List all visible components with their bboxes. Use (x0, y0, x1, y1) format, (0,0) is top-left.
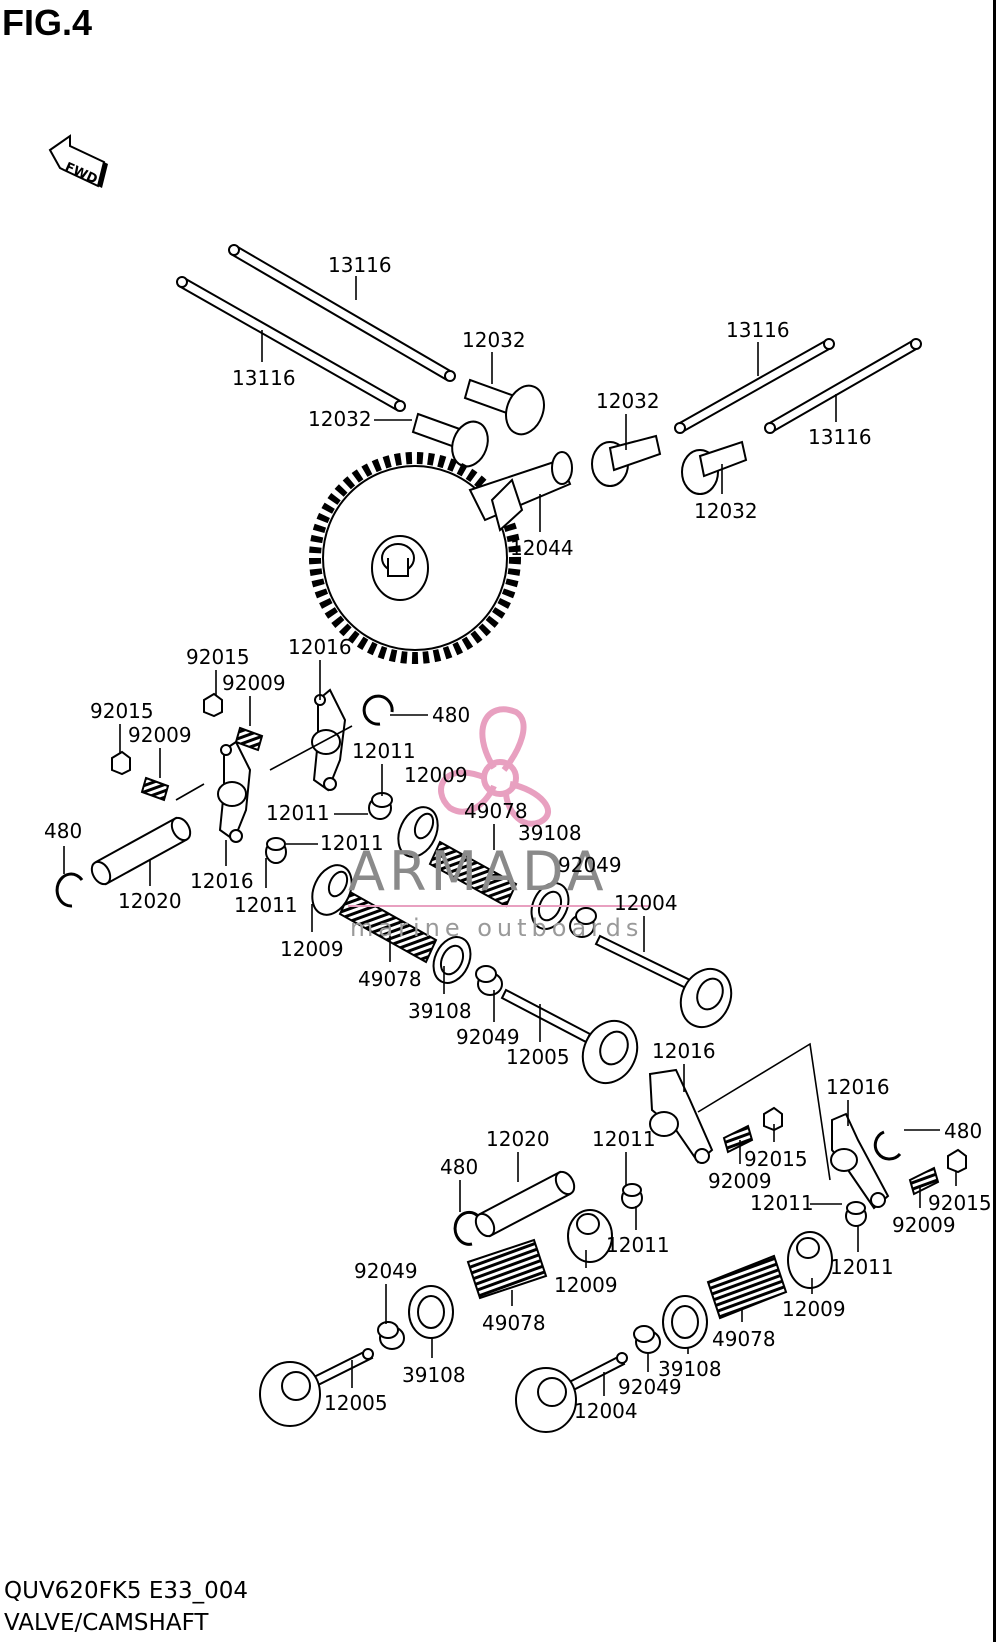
part-label-39108: 39108 (518, 821, 582, 845)
part-label-480: 480 (44, 819, 82, 843)
part-label-92009: 92009 (708, 1169, 772, 1193)
part-label-39108: 39108 (658, 1357, 722, 1381)
part-label-12004: 12004 (614, 891, 678, 915)
part-label-39108: 39108 (402, 1363, 466, 1387)
diagram-code: QUV620FK5 E33_004 (4, 1578, 249, 1604)
part-label-49078: 49078 (464, 799, 528, 823)
part-label-12009: 12009 (554, 1273, 618, 1297)
part-label-480: 480 (440, 1155, 478, 1179)
part-label-12009: 12009 (404, 763, 468, 787)
part-label-92049: 92049 (558, 853, 622, 877)
part-label-13116: 13116 (328, 253, 392, 277)
part-label-12032: 12032 (462, 328, 526, 352)
part-label-12016: 12016 (288, 635, 352, 659)
part-label-13116: 13116 (726, 318, 790, 342)
fwd-arrow-icon: FWD (48, 134, 108, 188)
part-label-12009: 12009 (782, 1297, 846, 1321)
part-label-12011: 12011 (320, 831, 384, 855)
part-label-12011: 12011 (830, 1255, 894, 1279)
part-label-92009: 92009 (128, 723, 192, 747)
part-label-12032: 12032 (308, 407, 372, 431)
part-label-12020: 12020 (118, 889, 182, 913)
part-label-12005: 12005 (324, 1391, 388, 1415)
part-label-12016: 12016 (652, 1039, 716, 1063)
part-label-480: 480 (432, 703, 470, 727)
valves (259, 934, 733, 1433)
part-label-92015: 92015 (928, 1191, 992, 1215)
part-number-labels: 13116 13116 12032 12032 13116 13116 12032 12032… (44, 253, 992, 1423)
part-label-92015: 92015 (744, 1147, 808, 1171)
part-label-12011: 12011 (592, 1127, 656, 1151)
tappets (411, 378, 748, 495)
part-label-12011: 12011 (750, 1191, 814, 1215)
part-label-12044: 12044 (510, 536, 574, 560)
circlips (55, 694, 902, 1246)
part-label-12016: 12016 (190, 869, 254, 893)
push-rods (176, 244, 922, 434)
part-label-92015: 92015 (90, 699, 154, 723)
camshaft-gear (309, 451, 573, 664)
part-label-12016: 12016 (826, 1075, 890, 1099)
part-label-12011: 12011 (606, 1233, 670, 1257)
part-label-92009: 92009 (222, 671, 286, 695)
assembly-bracket-line (697, 1042, 831, 1181)
part-label-49078: 49078 (712, 1327, 776, 1351)
armada-logo-icon (438, 706, 551, 827)
assembly-bracket-line (175, 783, 205, 801)
part-label-49078: 49078 (482, 1311, 546, 1335)
watermark-tagline: marine outboards (350, 914, 643, 942)
part-label-12032: 12032 (596, 389, 660, 413)
watermark-brand: ARMADA (348, 840, 608, 903)
part-label-92049: 92049 (456, 1025, 520, 1049)
valve-springs (338, 840, 788, 1320)
part-label-13116: 13116 (808, 425, 872, 449)
part-label-12032: 12032 (694, 499, 758, 523)
diagram-name: VALVE/CAMSHAFT (4, 1610, 209, 1636)
part-label-12004: 12004 (574, 1399, 638, 1423)
right-border-line (993, 0, 996, 1642)
part-label-92049: 92049 (618, 1375, 682, 1399)
part-label-49078: 49078 (358, 967, 422, 991)
part-label-39108: 39108 (408, 999, 472, 1023)
rocker-shafts (90, 816, 576, 1238)
part-label-12009: 12009 (280, 937, 344, 961)
part-label-12011: 12011 (266, 801, 330, 825)
assembly-bracket-line (269, 725, 353, 771)
washers-retainers (311, 806, 833, 1349)
part-label-13116: 13116 (232, 366, 296, 390)
armada-watermark: ARMADA marine outboards (348, 706, 650, 942)
part-label-12005: 12005 (506, 1045, 570, 1069)
valve-collets (377, 907, 661, 1354)
leader-lines (63, 276, 957, 1396)
part-label-12020: 12020 (486, 1127, 550, 1151)
figure-title: FIG.4 (2, 2, 93, 43)
studs-nuts-sleeves (111, 692, 967, 1227)
part-label-92015: 92015 (186, 645, 250, 669)
part-label-12011: 12011 (352, 739, 416, 763)
part-label-92049: 92049 (354, 1259, 418, 1283)
part-label-12011: 12011 (234, 893, 298, 917)
part-label-480: 480 (944, 1119, 982, 1143)
part-label-92009: 92009 (892, 1213, 956, 1237)
